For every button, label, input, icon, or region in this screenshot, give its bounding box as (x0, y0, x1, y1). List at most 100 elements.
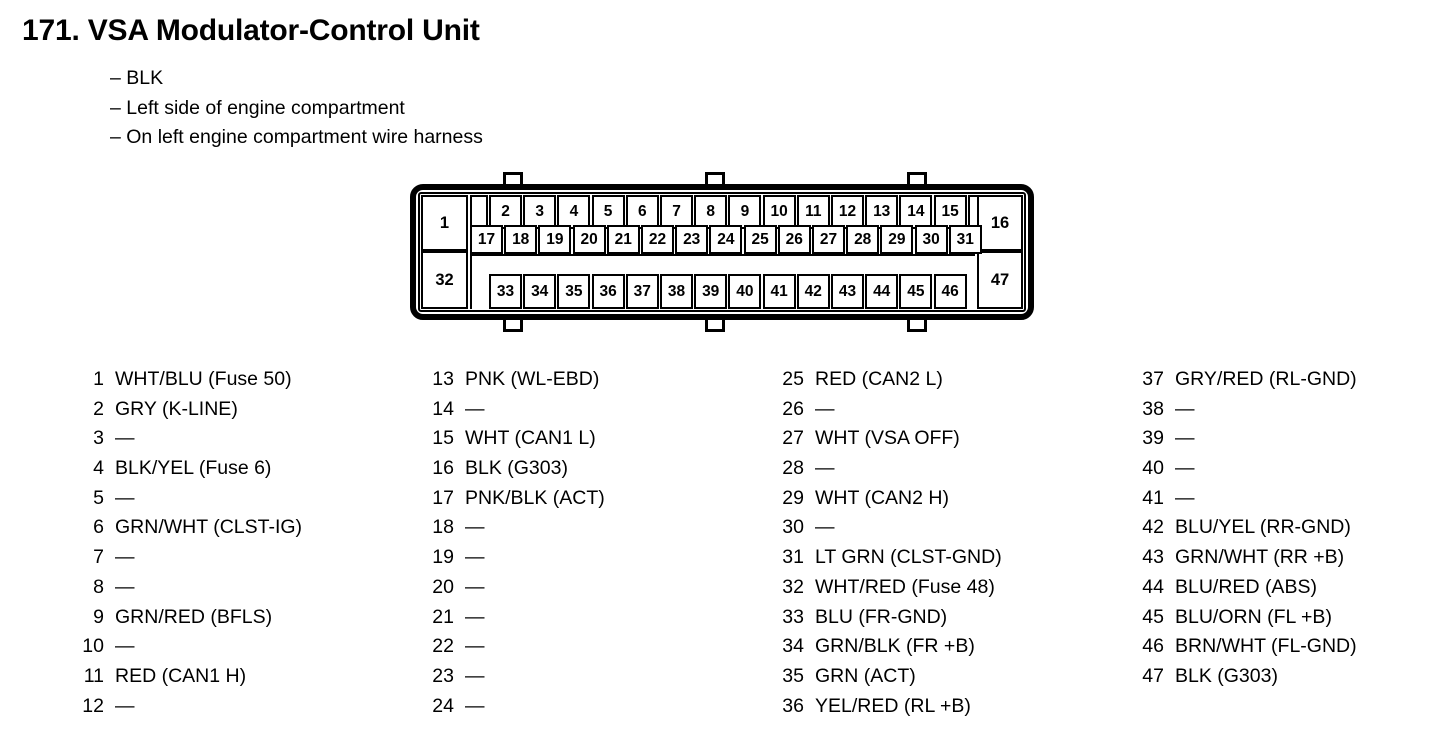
connector-pin-11: 11 (796, 195, 830, 229)
connector-tab-top-right (907, 172, 927, 186)
connector-pin-37: 37 (625, 274, 659, 309)
legend-pin-number: 2 (93, 397, 104, 420)
connector-pin-31: 31 (948, 225, 982, 254)
legend-pin-number: 34 (782, 635, 804, 658)
legend-pin-number: 31 (782, 546, 804, 569)
legend-pin-number: 15 (432, 427, 454, 450)
legend-pin-label: PNK (WL-EBD) (465, 368, 600, 390)
legend-pin-number: 40 (1142, 457, 1164, 480)
legend-pin-label: — (115, 694, 135, 717)
legend-pin-label: BLK/YEL (Fuse 6) (115, 457, 272, 480)
connector-spacer-left (470, 195, 488, 229)
connector-pin-21: 21 (606, 225, 640, 254)
connector-pin-10: 10 (762, 195, 796, 229)
connector-pin-6: 6 (625, 195, 659, 229)
legend-pin-label: WHT (VSA OFF) (815, 427, 960, 450)
legend-pin-number: 3 (93, 427, 104, 450)
legend-pin-label: GRY (K-LINE) (115, 397, 238, 420)
legend-pin-label: GRY/RED (RL-GND) (1175, 368, 1357, 390)
connector-pin-46: 46 (933, 274, 967, 309)
connector-pin-18: 18 (504, 225, 538, 254)
legend-pin-number: 17 (432, 486, 454, 509)
legend-row: 1 WHT/BLU (Fuse 50) (78, 368, 302, 398)
legend-row: 19— (428, 546, 605, 576)
legend-row: 38 — (1138, 398, 1357, 428)
legend-pin-label: — (815, 397, 835, 420)
legend-row: 4 BLK/YEL (Fuse 6) (78, 457, 302, 487)
legend-row: 20— (428, 576, 605, 606)
legend-pin-label: BRN/WHT (FL-GND) (1175, 635, 1357, 658)
legend-pin-number: 1 (93, 368, 104, 390)
connector-pin-36: 36 (591, 274, 625, 309)
connector-tab-bottom-right (907, 318, 927, 332)
description-bullet-list: – BLK – Left side of engine compartment … (110, 64, 483, 153)
legend-pin-number: 22 (432, 635, 454, 658)
legend-pin-label: — (815, 457, 835, 480)
connector-pin-15: 15 (933, 195, 967, 229)
legend-row: 12— (78, 695, 302, 725)
connector-lower-frame (470, 254, 975, 309)
legend-pin-label: — (115, 575, 135, 598)
legend-pin-label: WHT/BLU (Fuse 50) (115, 368, 292, 390)
legend-pin-label: — (1175, 457, 1195, 480)
connector-tab-bottom-center (705, 318, 725, 332)
legend-pin-label: — (115, 635, 135, 658)
connector-tab-top-left (503, 172, 523, 186)
legend-pin-label: WHT (CAN1 L) (465, 427, 596, 450)
legend-pin-number: 33 (782, 605, 804, 628)
connector-pin-41: 41 (762, 274, 796, 309)
legend-pin-label: RED (CAN1 H) (115, 664, 247, 687)
connector-pin-5: 5 (591, 195, 625, 229)
legend-row: 23— (428, 665, 605, 695)
legend-pin-label: BLU/YEL (RR-GND) (1175, 516, 1351, 539)
legend-pin-number: 9 (93, 605, 104, 628)
legend-pin-label: BLU/RED (ABS) (1175, 575, 1317, 598)
connector-pin-20: 20 (572, 225, 606, 254)
connector-pin-33: 33 (489, 274, 522, 309)
connector-pin-1: 1 (421, 195, 468, 251)
legend-pin-label: — (1175, 397, 1195, 420)
legend-pin-number: 44 (1142, 575, 1164, 598)
legend-pin-label: BLK (G303) (1175, 664, 1278, 687)
legend-pin-label: — (115, 486, 135, 509)
connector-pin-14: 14 (899, 195, 933, 229)
legend-pin-number: 7 (93, 546, 104, 569)
connector-pin-47: 47 (977, 251, 1023, 309)
legend-row: 24— (428, 695, 605, 725)
connector-pin-3: 3 (523, 195, 557, 229)
connector-pin-19: 19 (538, 225, 572, 254)
legend-pin-label: — (465, 664, 485, 687)
connector-pin-40: 40 (728, 274, 762, 309)
connector-pin-44: 44 (865, 274, 899, 309)
legend-row: 40 — (1138, 457, 1357, 487)
legend-pin-label: WHT/RED (Fuse 48) (815, 575, 995, 598)
legend-pin-number: 29 (782, 486, 804, 509)
legend-pin-label: — (815, 516, 835, 539)
legend-pin-number: 28 (782, 457, 804, 480)
connector-pin-22: 22 (641, 225, 674, 254)
connector-pin-28: 28 (846, 225, 880, 254)
legend-pin-number: 4 (93, 457, 104, 480)
legend-pin-number: 10 (82, 635, 104, 658)
legend-pin-number: 38 (1142, 397, 1164, 420)
legend-pin-number: 8 (93, 575, 104, 598)
legend-pin-label: — (465, 397, 485, 420)
legend-pin-number: 30 (782, 516, 804, 539)
connector-tab-bottom-left (503, 318, 523, 332)
